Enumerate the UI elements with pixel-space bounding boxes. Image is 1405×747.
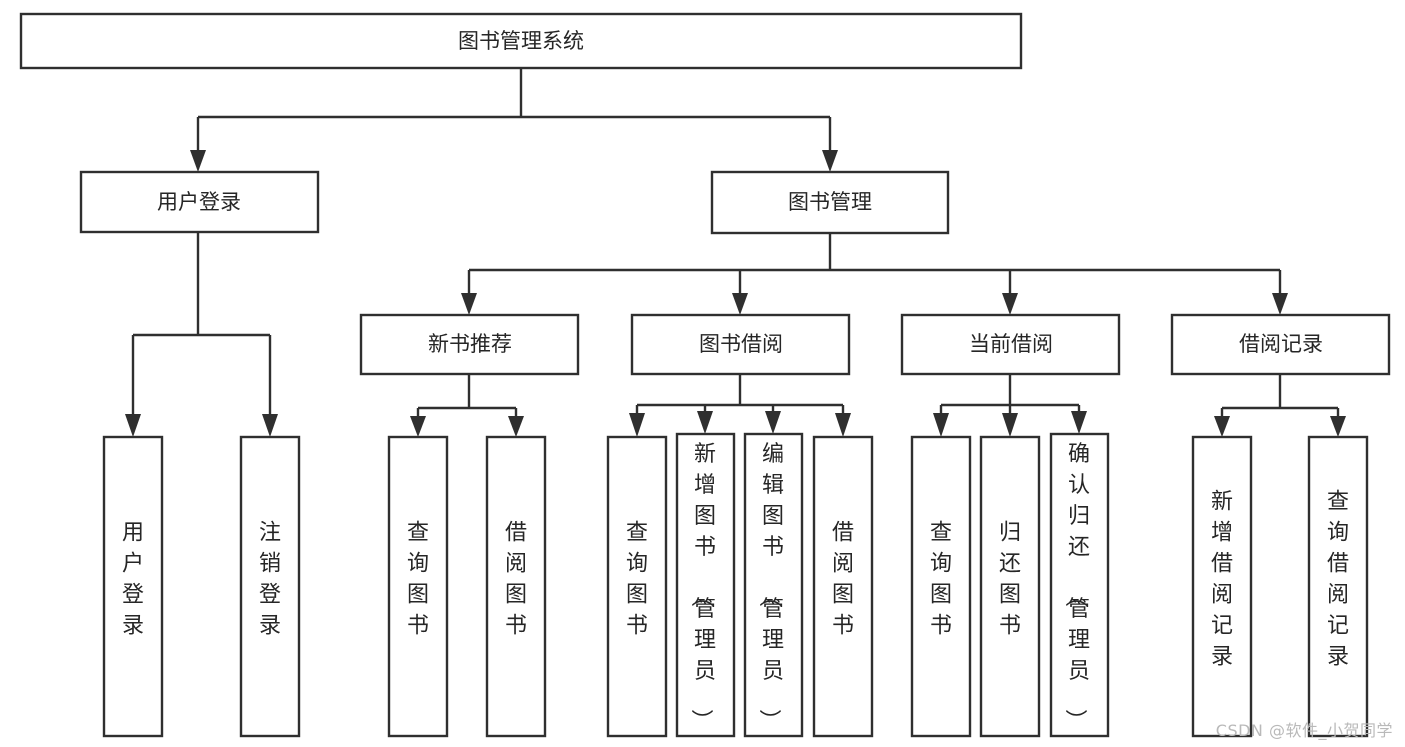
node-current-borrow-box[interactable]: [900, 313, 1121, 376]
node-leaf-query-book-2-box[interactable]: [606, 435, 668, 738]
node-leaf-query-record-box[interactable]: [1307, 435, 1369, 738]
node-leaf-edit-book[interactable]: 编辑图书（管理员）: [743, 432, 804, 738]
node-root-box[interactable]: [19, 12, 1023, 70]
node-leaf-user-login-label: 用户登录: [122, 521, 144, 639]
node-leaf-query-book-3-label: 查询图书: [930, 521, 952, 639]
node-leaf-query-record-label: 查询借阅记录: [1327, 490, 1349, 670]
node-leaf-borrow-book-1-box[interactable]: [485, 435, 547, 738]
arrow-head-current-borrow: [1002, 293, 1018, 315]
csdn-watermark: CSDN @软件_小贺同学: [1215, 721, 1393, 740]
node-leaf-query-book-2-label: 查询图书: [626, 521, 648, 639]
node-book-borrow-label: 图书借阅: [699, 332, 783, 356]
node-leaf-borrow-book-2-box[interactable]: [812, 435, 874, 738]
leaf-node-group: 用户登录 注销登录 查询图书 借阅图书 查询图书 新增图书（管理员）: [102, 432, 1369, 738]
arrow-head-leaf-user-login: [125, 414, 141, 437]
arrow-head-leaf-borrow-book-2: [835, 413, 851, 437]
node-leaf-borrow-book-1-label: 借阅图书: [505, 521, 527, 639]
node-new-book-recommend-box[interactable]: [359, 313, 580, 376]
node-leaf-borrow-book-2[interactable]: 借阅图书: [812, 435, 874, 738]
arrow-head-leaf-edit-book: [765, 411, 781, 434]
node-book-borrow[interactable]: 图书借阅: [630, 313, 851, 376]
node-leaf-add-record-box[interactable]: [1191, 435, 1253, 738]
node-root[interactable]: 图书管理系统: [19, 12, 1023, 70]
node-leaf-edit-book-label: 编辑图书（管理员）: [756, 442, 784, 731]
node-leaf-query-book-3[interactable]: 查询图书: [910, 435, 972, 738]
node-leaf-return-book[interactable]: 归还图书: [979, 435, 1041, 738]
node-leaf-query-book-3-box[interactable]: [910, 435, 972, 738]
arrow-head-leaf-confirm-return: [1071, 411, 1087, 434]
arrow-head-borrow-record: [1272, 293, 1288, 315]
node-leaf-query-book-1-box[interactable]: [387, 435, 449, 738]
node-leaf-logout-login-label: 注销登录: [259, 521, 281, 639]
arrow-head-new-book-recommend: [461, 293, 477, 315]
arrow-head-leaf-query-book-1: [410, 416, 426, 437]
arrow-head-leaf-add-record: [1214, 416, 1230, 437]
node-borrow-record[interactable]: 借阅记录: [1170, 313, 1391, 376]
node-borrow-record-box[interactable]: [1170, 313, 1391, 376]
node-leaf-user-login-box[interactable]: [102, 435, 164, 738]
node-new-book-recommend-label: 新书推荐: [428, 332, 512, 356]
node-leaf-logout-login[interactable]: 注销登录: [239, 435, 301, 738]
node-root-label: 图书管理系统: [458, 29, 584, 53]
node-leaf-query-book-1-label: 查询图书: [407, 521, 429, 639]
arrow-head-book-borrow: [732, 293, 748, 315]
node-book-manage-box[interactable]: [710, 170, 950, 235]
node-user-login[interactable]: 用户登录: [79, 170, 320, 234]
node-leaf-confirm-return[interactable]: 确认归还（管理员）: [1049, 432, 1110, 738]
node-leaf-logout-login-box[interactable]: [239, 435, 301, 738]
node-leaf-edit-book-box[interactable]: [743, 432, 804, 738]
node-current-borrow[interactable]: 当前借阅: [900, 313, 1121, 376]
node-leaf-query-book-2[interactable]: 查询图书: [606, 435, 668, 738]
arrow-head-leaf-query-record: [1330, 416, 1346, 437]
node-leaf-borrow-book-1[interactable]: 借阅图书: [485, 435, 547, 738]
node-leaf-add-book[interactable]: 新增图书（管理员）: [675, 432, 736, 738]
node-book-borrow-box[interactable]: [630, 313, 851, 376]
node-leaf-confirm-return-box[interactable]: [1049, 432, 1110, 738]
arrow-head-leaf-logout-login: [262, 414, 278, 437]
node-leaf-add-book-box[interactable]: [675, 432, 736, 738]
node-leaf-add-record[interactable]: 新增借阅记录: [1191, 435, 1253, 738]
node-book-manage-label: 图书管理: [788, 190, 872, 214]
connector-layer: [125, 68, 1346, 437]
arrow-head-leaf-borrow-book-1: [508, 416, 524, 437]
node-user-login-box[interactable]: [79, 170, 320, 234]
arrow-head-leaf-query-book-3: [933, 413, 949, 437]
node-leaf-return-book-label: 归还图书: [999, 521, 1021, 639]
arrow-head-leaf-add-book: [697, 411, 713, 434]
node-leaf-confirm-return-label: 确认归还（管理员）: [1062, 442, 1090, 731]
arrow-head-leaf-return-book: [1002, 413, 1018, 437]
node-leaf-borrow-book-2-label: 借阅图书: [832, 521, 854, 639]
arrow-head-book-manage: [822, 150, 838, 172]
arrow-head-user-login: [190, 150, 206, 172]
node-leaf-user-login[interactable]: 用户登录: [102, 435, 164, 738]
node-new-book-recommend[interactable]: 新书推荐: [359, 313, 580, 376]
node-leaf-query-record[interactable]: 查询借阅记录: [1307, 435, 1369, 738]
node-leaf-return-book-box[interactable]: [979, 435, 1041, 738]
node-borrow-record-label: 借阅记录: [1239, 332, 1323, 356]
node-leaf-add-book-label: 新增图书（管理员）: [688, 442, 716, 731]
node-leaf-query-book-1[interactable]: 查询图书: [387, 435, 449, 738]
arrow-head-leaf-query-book-2: [629, 413, 645, 437]
node-book-manage[interactable]: 图书管理: [710, 170, 950, 235]
node-current-borrow-label: 当前借阅: [969, 332, 1053, 356]
node-leaf-add-record-label: 新增借阅记录: [1211, 490, 1233, 670]
node-user-login-label: 用户登录: [157, 190, 241, 214]
